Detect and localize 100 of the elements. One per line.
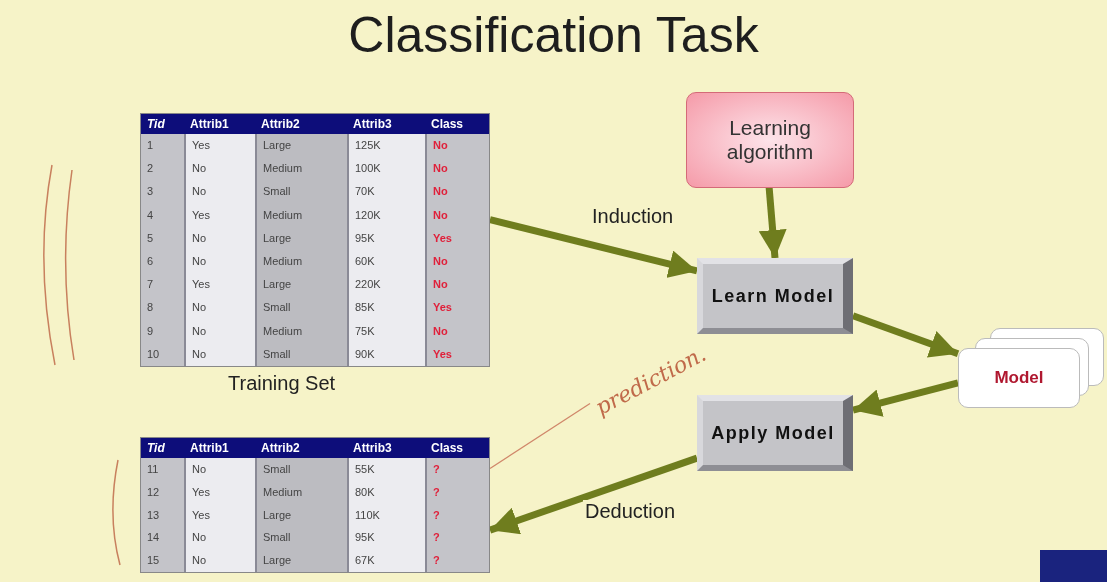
- node-label: Apply Model: [711, 422, 835, 444]
- column-header: Attrib2: [255, 438, 347, 458]
- table-cell: ?: [425, 549, 489, 572]
- leader-line: [489, 402, 591, 470]
- table-cell: No: [184, 296, 255, 320]
- table-cell: 85K: [347, 296, 425, 320]
- table-cell: No: [425, 134, 489, 158]
- table-cell: Large: [255, 134, 347, 158]
- arrow: [852, 379, 959, 417]
- arrow: [488, 454, 699, 535]
- node-label: Learning algorithm: [725, 116, 815, 164]
- column-header: Tid: [141, 114, 184, 134]
- table-cell: 125K: [347, 134, 425, 158]
- table-cell: No: [184, 249, 255, 274]
- table-cell: Small: [255, 458, 347, 481]
- table-cell: Yes: [425, 296, 489, 320]
- table-cell: Small: [255, 526, 347, 550]
- table-cell: 75K: [347, 319, 425, 343]
- table-cell: 15: [141, 549, 184, 572]
- table-cell: 80K: [347, 480, 425, 504]
- table-cell: 14: [141, 526, 184, 550]
- table-cell: 70K: [347, 180, 425, 204]
- table-cell: 2: [141, 157, 184, 181]
- table-cell: 95K: [347, 526, 425, 550]
- table-cell: Yes: [184, 134, 255, 158]
- table-cell: 90K: [347, 342, 425, 366]
- column-header: Class: [425, 114, 489, 134]
- table-cell: 12: [141, 480, 184, 504]
- table-cell: ?: [425, 458, 489, 481]
- table-cell: 1: [141, 134, 184, 158]
- table-cell: 4: [141, 203, 184, 227]
- title: Classification Task: [347, 6, 760, 64]
- table-cell: Medium: [255, 480, 347, 504]
- table-cell: 9: [141, 319, 184, 343]
- column-header: Tid: [141, 438, 184, 458]
- table-cell: No: [184, 180, 255, 204]
- table-cell: No: [184, 226, 255, 250]
- table-cell: Yes: [184, 480, 255, 504]
- table-cell: No: [184, 319, 255, 343]
- table-cell: ?: [425, 526, 489, 550]
- table-cell: 95K: [347, 226, 425, 250]
- table-cell: 8: [141, 296, 184, 320]
- table-cell: 220K: [347, 273, 425, 297]
- table-cell: No: [184, 526, 255, 550]
- column-header: Attrib2: [255, 114, 347, 134]
- table-cell: No: [425, 180, 489, 204]
- table-cell: 60K: [347, 249, 425, 274]
- table-cell: Small: [255, 342, 347, 366]
- table-cell: Large: [255, 273, 347, 297]
- table-cell: No: [184, 549, 255, 572]
- model-card: [958, 348, 1080, 408]
- table-cell: 67K: [347, 549, 425, 572]
- table-cell: 110K: [347, 503, 425, 527]
- table-cell: ?: [425, 480, 489, 504]
- table-cell: Medium: [255, 319, 347, 343]
- table-cell: 120K: [347, 203, 425, 227]
- column-header: Attrib1: [184, 438, 255, 458]
- table-cell: No: [184, 458, 255, 481]
- table-cell: Small: [255, 180, 347, 204]
- table-cell: Small: [255, 296, 347, 320]
- table-cell: 55K: [347, 458, 425, 481]
- table-cell: No: [425, 203, 489, 227]
- node-label: Model: [994, 368, 1044, 388]
- table-cell: Yes: [184, 203, 255, 227]
- table-cell: No: [184, 157, 255, 181]
- table-cell: 3: [141, 180, 184, 204]
- table-cell: No: [425, 319, 489, 343]
- table-cell: No: [425, 157, 489, 181]
- process-box: [686, 92, 854, 188]
- table-cell: 7: [141, 273, 184, 297]
- table-cell: 5: [141, 226, 184, 250]
- data-table: [140, 113, 490, 367]
- table-cell: 6: [141, 249, 184, 274]
- table-cell: 100K: [347, 157, 425, 181]
- table-cell: Large: [255, 226, 347, 250]
- table-caption: Training Set: [228, 372, 336, 395]
- column-header: Attrib3: [347, 438, 425, 458]
- process-box: [697, 258, 853, 334]
- table-cell: 13: [141, 503, 184, 527]
- table-cell: Medium: [255, 203, 347, 227]
- column-header: Class: [425, 438, 489, 458]
- table-cell: No: [184, 342, 255, 366]
- table-cell: Yes: [425, 342, 489, 366]
- table-cell: Yes: [184, 273, 255, 297]
- table-cell: Large: [255, 503, 347, 527]
- table-cell: 10: [141, 342, 184, 366]
- node-label: Learn Model: [711, 285, 835, 307]
- table-cell: Large: [255, 549, 347, 572]
- arrow: [489, 216, 698, 278]
- table-cell: Yes: [425, 226, 489, 250]
- column-header: Attrib1: [184, 114, 255, 134]
- table-cell: 11: [141, 458, 184, 481]
- table-cell: No: [425, 249, 489, 274]
- table-cell: No: [425, 273, 489, 297]
- table-cell: ?: [425, 503, 489, 527]
- column-header: Attrib3: [347, 114, 425, 134]
- table-cell: Medium: [255, 157, 347, 181]
- data-table: [140, 437, 490, 573]
- table-cell: Yes: [184, 503, 255, 527]
- table-cell: Medium: [255, 249, 347, 274]
